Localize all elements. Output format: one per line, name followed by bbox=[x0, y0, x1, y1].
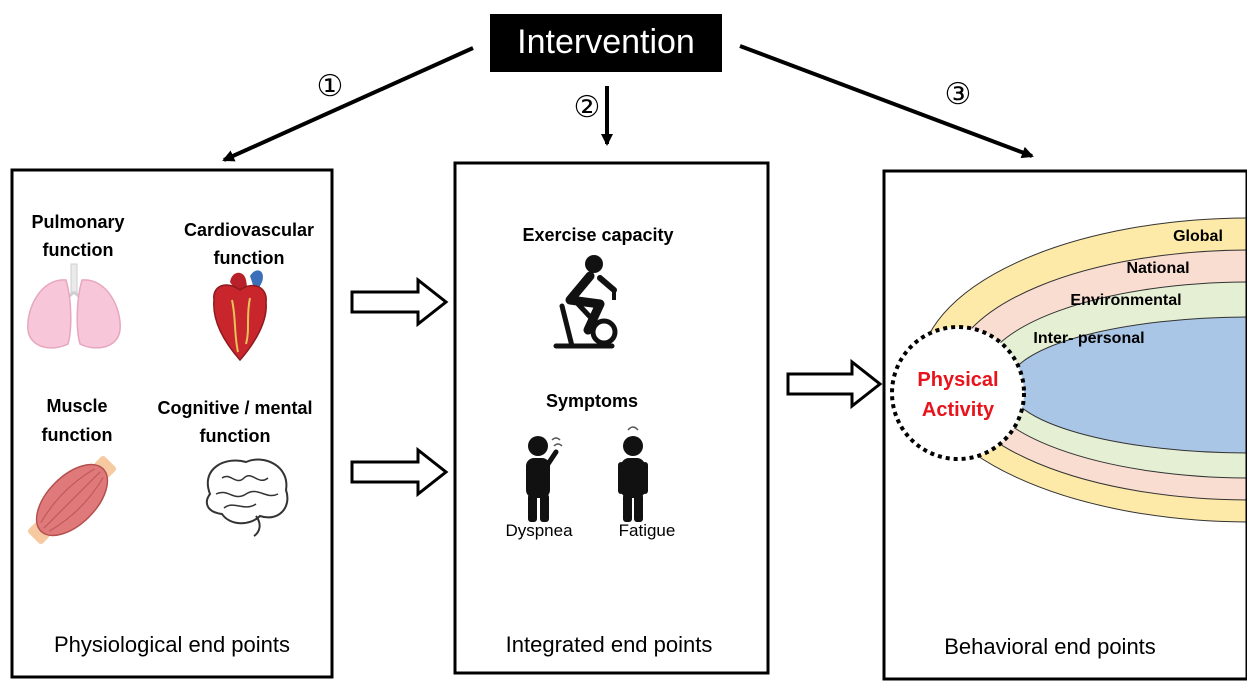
hollow-arrow-lower bbox=[350, 446, 449, 498]
exercise-capacity-label: Exercise capacity bbox=[522, 225, 673, 245]
fatigue-label: Fatigue bbox=[619, 521, 676, 540]
pulmonary-label-2: function bbox=[43, 240, 114, 260]
level-global: Global bbox=[1173, 228, 1223, 245]
physical-activity-circle bbox=[890, 325, 1026, 461]
cognitive-label-1: Cognitive / mental bbox=[157, 398, 312, 418]
cardio-label-2: function bbox=[214, 248, 285, 268]
hollow-arrow-right bbox=[786, 358, 883, 410]
intervention-bg bbox=[490, 14, 722, 72]
level-interpersonal: Inter- personal bbox=[1033, 330, 1144, 347]
pulmonary-label-1: Pulmonary bbox=[31, 212, 124, 232]
muscle-icon bbox=[27, 455, 117, 545]
muscle-label-2: function bbox=[42, 425, 113, 445]
fatigue-icon bbox=[618, 426, 648, 522]
behavioral-frame-outline bbox=[882, 169, 1247, 681]
path-number-1: ① bbox=[317, 70, 344, 103]
level-environmental: Environmental bbox=[1070, 292, 1181, 309]
integrated-frame bbox=[453, 161, 770, 675]
physiological-footer: Physiological end points bbox=[54, 632, 290, 657]
cognitive-label-2: function bbox=[200, 426, 271, 446]
physiological-frame bbox=[10, 168, 334, 679]
behavioral-footer: Behavioral end points bbox=[944, 634, 1156, 659]
lungs-icon bbox=[27, 263, 121, 349]
symptoms-label: Symptoms bbox=[546, 391, 638, 411]
path-number-2: ② bbox=[574, 91, 601, 124]
dyspnea-label: Dyspnea bbox=[505, 521, 573, 540]
intervention-box: Intervention bbox=[490, 14, 722, 72]
arrow-path-1 bbox=[222, 46, 474, 162]
integrated-panel: Exercise capacity Symptoms Dyspnea bbox=[453, 161, 770, 675]
path-number-3: ③ bbox=[945, 78, 972, 111]
intervention-label: Intervention bbox=[517, 23, 695, 61]
behavioral-panel: Global National Environmental Inter- per… bbox=[882, 169, 1247, 681]
cardio-label-1: Cardiovascular bbox=[184, 220, 314, 240]
physiological-panel: Pulmonary function Cardiovascular functi… bbox=[10, 168, 334, 679]
physical-activity-line1: Physical bbox=[917, 369, 998, 391]
physical-activity-line2: Activity bbox=[922, 399, 995, 421]
arrow-path-3 bbox=[739, 44, 1034, 159]
dyspnea-icon bbox=[526, 436, 563, 522]
integrated-footer: Integrated end points bbox=[506, 632, 713, 657]
muscle-label-1: Muscle bbox=[46, 396, 107, 416]
hollow-arrow-upper bbox=[350, 276, 449, 328]
level-national: National bbox=[1126, 260, 1189, 277]
exercise-bike-icon bbox=[553, 255, 618, 349]
heart-icon bbox=[213, 270, 267, 362]
brain-icon bbox=[205, 458, 289, 537]
